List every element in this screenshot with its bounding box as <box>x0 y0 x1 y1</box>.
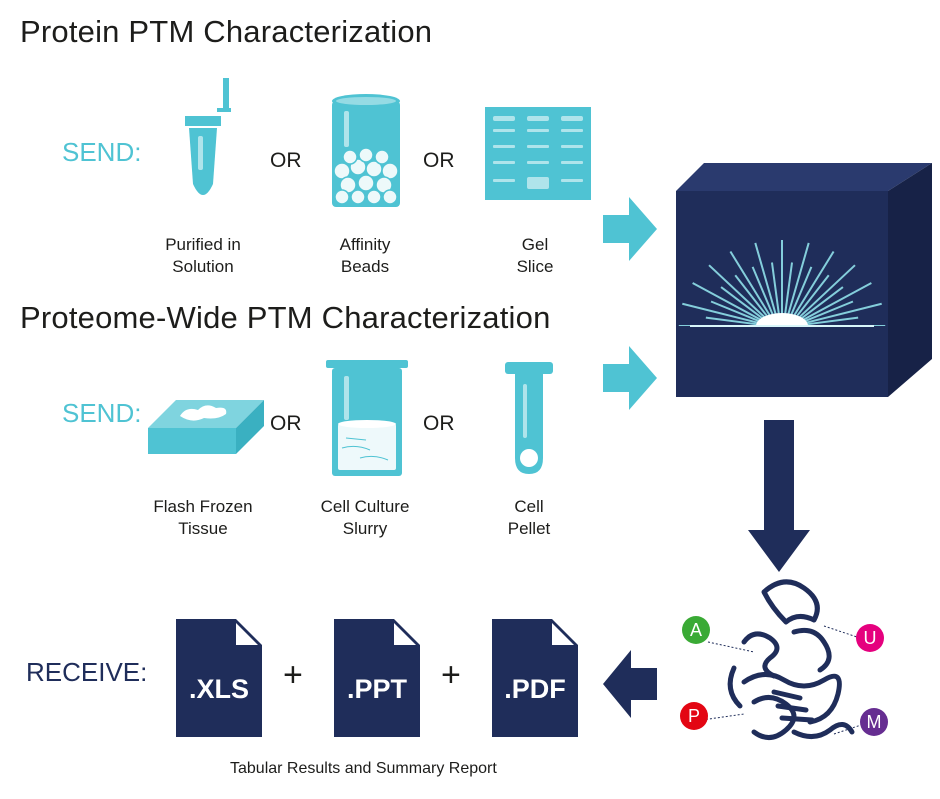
gel-slice-icon <box>485 107 591 200</box>
badge-a: A <box>690 620 702 640</box>
light-ray <box>796 264 856 320</box>
pellet-tube-icon <box>505 362 553 474</box>
arrow-right-icon <box>603 197 657 261</box>
tissue-block-icon <box>148 400 264 454</box>
receive-label: RECEIVE: <box>26 657 148 687</box>
file-ext-pdf: .PDF <box>504 674 566 704</box>
proteome-ptm-heading: Proteome-Wide PTM Characterization <box>20 300 551 335</box>
light-ray <box>783 262 794 317</box>
or-label: OR <box>270 149 302 172</box>
file-ext-ppt: .PPT <box>347 674 408 704</box>
mass-spectrometer-cube-icon <box>676 163 932 397</box>
or-label: OR <box>270 412 302 435</box>
or-label: OR <box>423 412 455 435</box>
light-ray <box>751 266 775 318</box>
arrow-right-icon <box>603 346 657 410</box>
light-ray <box>794 274 830 319</box>
plus-sign: + <box>283 656 303 694</box>
light-ray <box>692 282 764 322</box>
light-ray <box>754 242 778 317</box>
light-ray <box>682 302 761 325</box>
badge-m: M <box>867 712 882 732</box>
protein-structure-icon: A U P M <box>680 579 888 740</box>
arrow-down-icon <box>748 420 810 572</box>
light-ray <box>708 264 768 320</box>
beaker-icon <box>326 360 408 476</box>
light-ray <box>705 316 761 326</box>
file-ext-xls: .XLS <box>189 674 249 704</box>
ptm-badges: A U P M <box>680 616 888 736</box>
tube-icon <box>185 78 231 195</box>
send-label-protein: SEND: <box>62 137 142 167</box>
badge-u: U <box>864 628 877 648</box>
light-ray <box>792 250 835 318</box>
light-ray <box>786 242 810 317</box>
send-label-proteome: SEND: <box>62 398 142 428</box>
protein-ptm-heading: Protein PTM Characterization <box>20 14 433 49</box>
light-ray <box>729 250 772 318</box>
ppt-file-icon: .PPT <box>334 619 420 737</box>
xls-file-icon: .XLS <box>176 619 262 737</box>
light-ray <box>720 286 766 321</box>
light-ray <box>734 274 770 319</box>
pdf-file-icon: .PDF <box>492 619 578 737</box>
beads-jar-icon <box>332 94 400 207</box>
light-ray <box>789 266 813 318</box>
badge-p: P <box>688 706 700 726</box>
light-ray <box>770 262 781 317</box>
or-label: OR <box>423 149 455 172</box>
light-ray <box>803 316 859 326</box>
light-ray <box>800 282 872 322</box>
light-ray <box>801 300 854 324</box>
light-ray <box>798 286 844 321</box>
plus-sign: + <box>441 656 461 694</box>
light-ray <box>803 302 882 325</box>
arrow-left-icon <box>603 650 657 718</box>
report-caption: Tabular Results and Summary Report <box>230 760 497 777</box>
light-ray <box>710 300 763 324</box>
